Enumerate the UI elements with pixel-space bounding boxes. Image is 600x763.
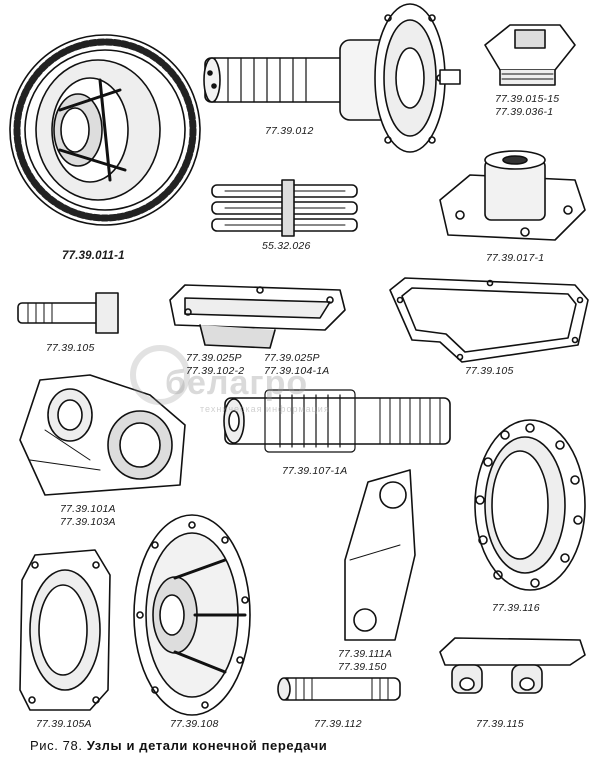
part-label-stud: 77.39.112 [314, 718, 362, 730]
spline-shaft-drawing [223, 389, 451, 453]
part-label-hub: 77.39.108 [170, 718, 219, 730]
gear-housing-drawing [19, 374, 186, 496]
plug-drawing [484, 24, 576, 86]
part-label-cover-b: 77.39.102-2 [186, 365, 245, 377]
bolt-drawing [17, 292, 119, 334]
part-label-spline-shaft: 77.39.107-1А [282, 465, 348, 477]
part-label-bearing-housing: 77.39.017-1 [486, 252, 545, 264]
watermark-logo [130, 345, 190, 405]
part-label-bearing-cover: 77.39.105А [36, 718, 92, 730]
bracket-drawing [439, 637, 586, 694]
part-label-gasket: 77.39.105 [465, 365, 514, 377]
part-label-plug-washer: 77.39.036-1 [495, 106, 554, 118]
bearing-cover-drawing [19, 549, 111, 711]
watermark-brand: белагро [165, 364, 309, 402]
part-label-plug: 77.39.015-15 [495, 93, 560, 105]
hub-drawing [133, 514, 251, 716]
stud-drawing [277, 677, 401, 701]
link-plate-drawing [344, 469, 416, 641]
part-label-pins: 55.32.026 [262, 240, 311, 252]
gear-wheel-drawing [9, 34, 201, 226]
watermark-subtitle: техническая информация [200, 404, 330, 414]
part-label-shaft-assembly: 77.39.012 [265, 125, 314, 137]
part-label-housing-a: 77.39.101А [60, 503, 116, 515]
figure-number: Рис. 78. [30, 738, 83, 753]
cover-plate-drawing [169, 284, 346, 349]
part-label-cover-a: 77.39.025Р [186, 352, 242, 364]
part-label-gear: 77.39.011-1 [62, 250, 125, 262]
part-label-bracket: 77.39.115 [476, 718, 524, 730]
part-label-bolt: 77.39.105 [46, 342, 95, 354]
part-label-cover-c: 77.39.025Р [264, 352, 320, 364]
part-label-link-plate-a: 77.39.111А [338, 648, 393, 660]
part-label-link-plate-b: 77.39.150 [338, 661, 387, 673]
figure-title: Узлы и детали конечной передачи [86, 738, 328, 753]
shaft-assembly-drawing [203, 3, 461, 153]
pins-drawing [211, 179, 358, 237]
part-label-ring-gear: 77.39.116 [492, 602, 540, 614]
part-label-cover-d: 77.39.104-1А [264, 365, 330, 377]
bearing-housing-drawing [439, 150, 586, 241]
figure-caption: Рис. 78. Узлы и детали конечной передачи [30, 738, 327, 753]
gasket-drawing [389, 277, 589, 363]
ring-gear-drawing [474, 419, 586, 591]
part-label-housing-b: 77.39.103А [60, 516, 116, 528]
